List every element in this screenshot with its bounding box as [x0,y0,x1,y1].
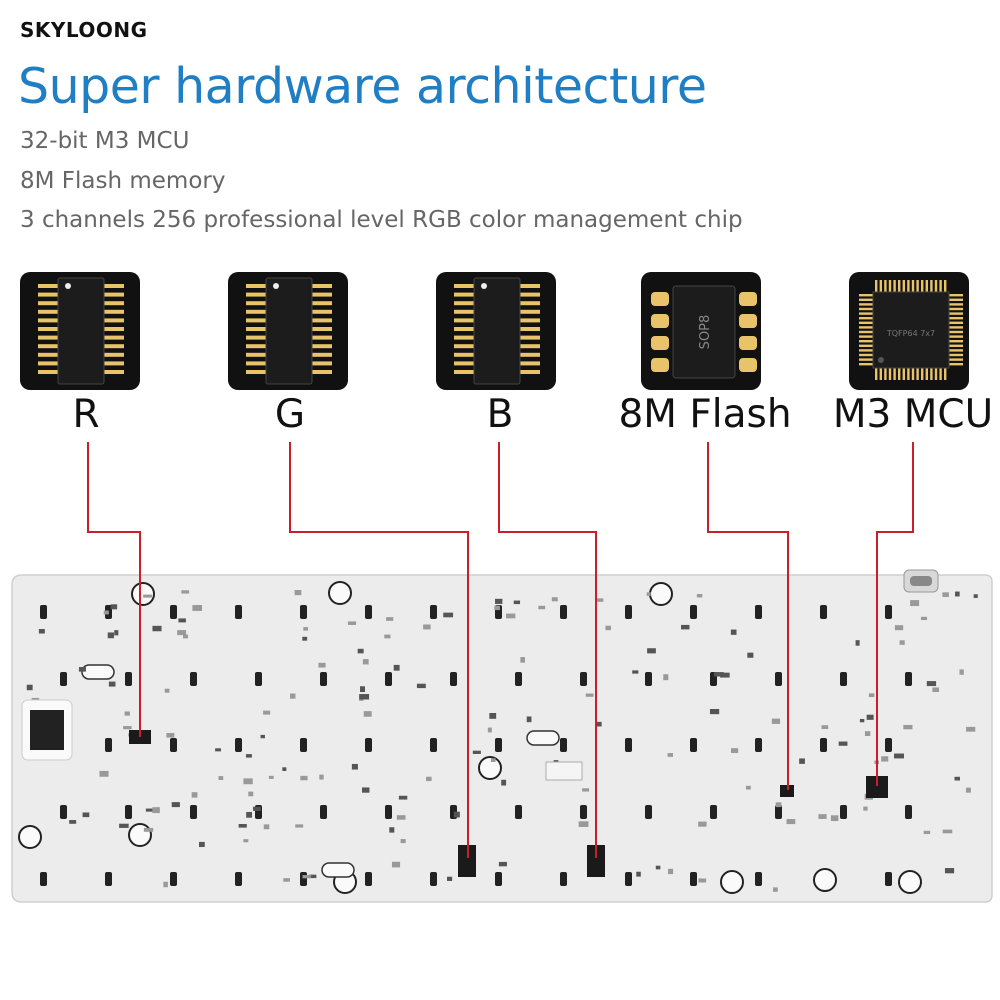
chip-label-mcu: M3 MCU [832,392,994,437]
soic-chip-icon [246,277,332,385]
chip-card-r [20,272,140,390]
page-title: Super hardware architecture [18,58,707,115]
soic-chip-icon [38,277,124,385]
sop8-chip-icon: SOP8 [651,285,757,379]
chip-label-g: G [274,392,306,437]
brand-logo: SKYLOONG [20,18,148,42]
connector-lines [87,442,914,858]
connector-line-r [87,442,141,737]
spec-mcu: 32-bit M3 MCU [20,128,190,154]
spec-flash: 8M Flash memory [20,168,226,194]
pcb-board [11,569,993,903]
connector-line-flash [707,442,789,790]
chip-card-flash: SOP8 [641,272,761,390]
usb-c-port-icon [903,569,939,593]
tqfp-package-label: TQFP64 7x7 [886,329,935,338]
chip-card-g [228,272,348,390]
soic-chip-icon [454,277,540,385]
spec-rgb: 3 channels 256 professional level RGB co… [20,207,743,233]
sop8-package-label: SOP8 [698,315,713,350]
chip-card-mcu: TQFP64 7x7 [849,272,969,390]
connector-line-g [289,442,469,858]
chip-label-b: B [486,392,514,437]
connector-line-mcu [876,442,914,786]
chip-label-r: R [72,392,100,437]
chip-label-flash: 8M Flash [618,392,792,437]
connector-line-b [498,442,597,858]
chip-card-b [436,272,556,390]
tqfp-chip-icon: TQFP64 7x7 [859,280,963,380]
